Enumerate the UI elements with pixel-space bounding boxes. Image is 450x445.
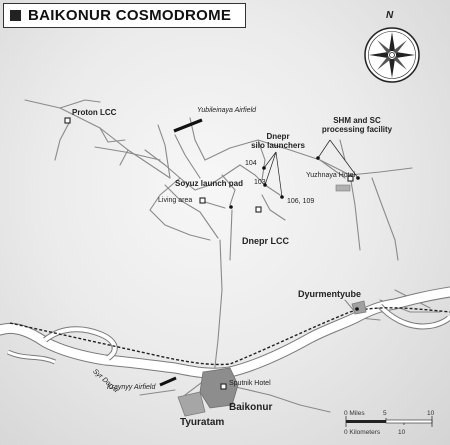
living-area-marker (199, 197, 206, 204)
proton-lcc-marker (64, 117, 71, 124)
label-silo-103: 103 (254, 179, 266, 186)
dnepr-lcc-marker (255, 206, 262, 213)
label-dyurmentyube: Dyurmentyube (298, 289, 362, 299)
yuzhnaya-hotel-marker (347, 175, 354, 182)
map-title: BAIKONUR COSMODROME (28, 7, 232, 24)
label-baikonur: Baikonur (229, 402, 273, 413)
label-tyuratam: Tyuratam (180, 417, 225, 428)
town-areas (177, 184, 367, 417)
label-shm-sc-facility: SHM and SC processing facility (321, 116, 393, 134)
title-square-icon (10, 10, 21, 21)
syr-darya-river (0, 286, 450, 379)
soyuz-pad-dot (229, 205, 233, 209)
sputnik-hotel-marker (220, 383, 227, 390)
scale-miles-label: 0 Miles (344, 410, 365, 417)
label-dnepr-silo-launchers: Dnepr silo launchers (251, 132, 305, 150)
label-kraynyy-airfield: Kraynyy Airfield (107, 384, 156, 391)
label-silo-106-109: 106, 109 (287, 198, 315, 205)
scale-km-label: 0 Kilometers (344, 429, 381, 436)
label-living-area: Living area (158, 197, 193, 204)
compass-north-label: N (386, 10, 394, 21)
label-dnepr-lcc: Dnepr LCC (242, 236, 289, 246)
label-yubileinaya-airfield: Yubileinaya Airfield (197, 107, 257, 114)
railway (9, 307, 450, 366)
scale-bar (345, 416, 433, 427)
road-network (24, 99, 441, 413)
scale-km-end: 10 (398, 429, 406, 436)
label-silo-104: 104 (245, 160, 257, 167)
label-yuzhnaya-hotel: Yuzhnaya Hotel (306, 172, 356, 179)
scale-miles-mid: 5 (383, 410, 387, 417)
label-soyuz-launch-pad: Soyuz launch pad (175, 179, 244, 188)
silo-markers (229, 139, 360, 311)
label-proton-lcc: Proton LCC (72, 108, 117, 117)
yubileinaya-airstrip (173, 118, 203, 133)
label-sputnik-hotel: Sputnik Hotel (229, 380, 271, 387)
map-title-box: BAIKONUR COSMODROME (3, 3, 246, 28)
compass-rose (364, 27, 420, 83)
scale-miles-end: 10 (427, 410, 435, 417)
kraynyy-airstrip (159, 376, 177, 387)
facility-markers (64, 117, 354, 390)
dyurmentyube-dot (355, 307, 359, 311)
